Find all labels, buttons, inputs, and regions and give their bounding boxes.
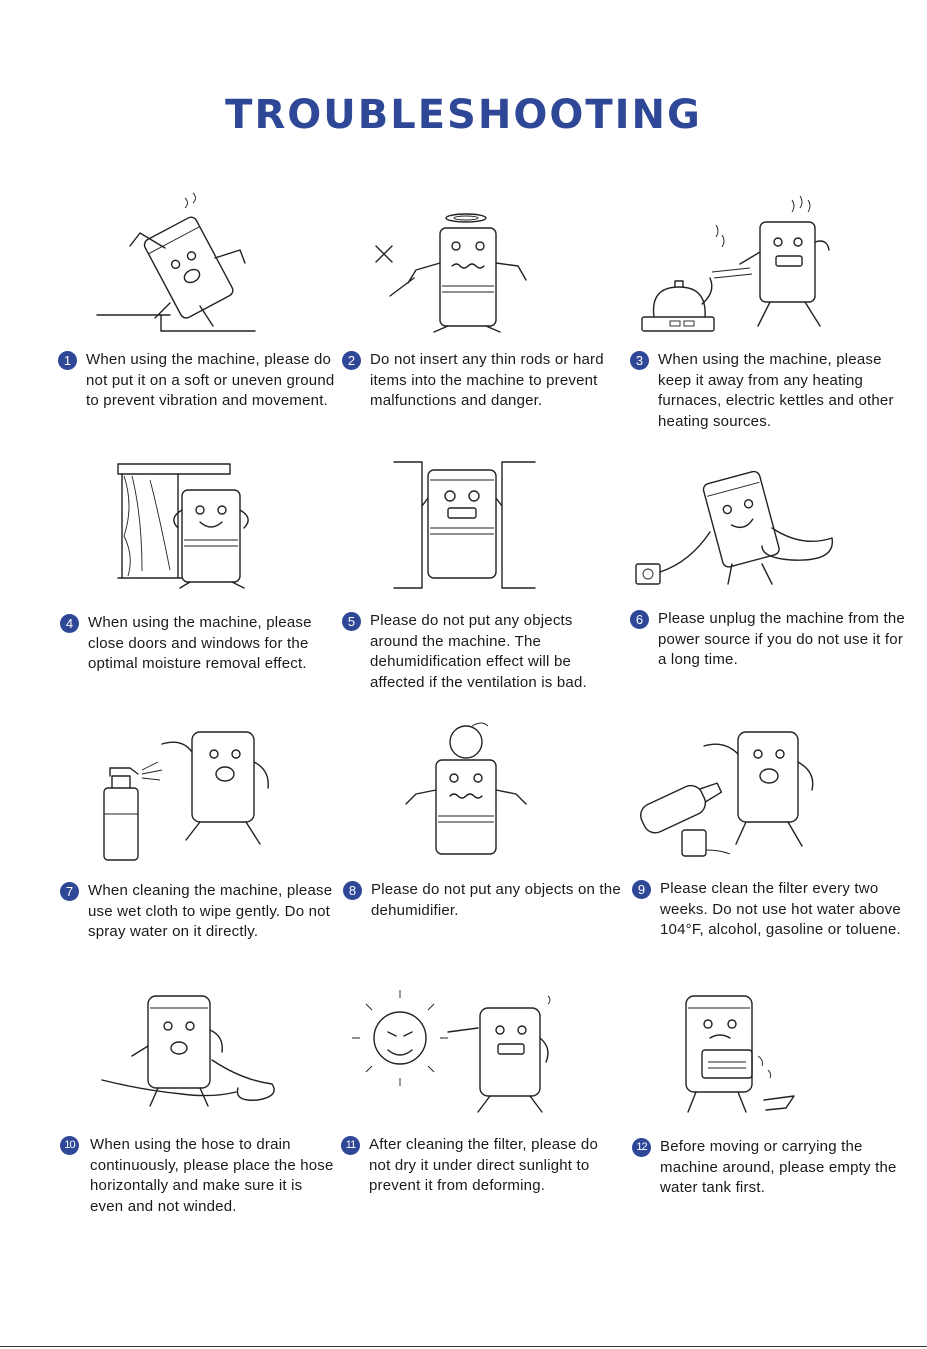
empty-tank-icon xyxy=(668,992,808,1117)
unplug-icon xyxy=(632,468,837,590)
spray-bottle-icon xyxy=(100,722,280,862)
tip-number: 5 xyxy=(342,612,361,631)
tip-number: 4 xyxy=(60,614,79,633)
drain-hose-icon xyxy=(92,990,282,1110)
tip-number: 8 xyxy=(343,881,362,900)
closed-window-icon xyxy=(110,460,270,590)
tip-number: 9 xyxy=(632,880,651,899)
tip-text: When using the hose to drain continuousl… xyxy=(90,1136,334,1215)
tip-number: 1 xyxy=(58,351,77,370)
tip-number: 3 xyxy=(630,351,649,370)
tip-number: 2 xyxy=(342,351,361,370)
tip-text: Before moving or carrying the machine ar… xyxy=(660,1138,897,1196)
object-on-top-icon xyxy=(396,720,536,860)
machine-slipping-icon xyxy=(95,188,260,333)
heat-source-icon xyxy=(640,192,835,334)
blocked-ventilation-icon xyxy=(392,458,537,593)
page-bottom-rule xyxy=(0,1346,927,1347)
tip-text: Do not insert any thin rods or hard item… xyxy=(370,351,604,409)
tip-text: When using the machine, please do not pu… xyxy=(86,351,335,409)
tip-number: 7 xyxy=(60,882,79,901)
page-title: TROUBLESHOOTING xyxy=(225,92,702,138)
tip-text: After cleaning the filter, please do not… xyxy=(369,1136,599,1194)
tip-text: Please do not put any objects around the… xyxy=(370,612,587,691)
tip-number: 11 xyxy=(341,1136,360,1155)
tip-number: 12 xyxy=(632,1138,651,1157)
no-rods-icon xyxy=(368,208,538,333)
tip-number: 6 xyxy=(630,610,649,629)
tip-text: Please do not put any objects on the deh… xyxy=(371,881,621,919)
tip-number: 10 xyxy=(60,1136,79,1155)
chemical-bottle-icon xyxy=(638,718,838,860)
tip-text: Please unplug the machine from the power… xyxy=(658,610,905,668)
tip-text: When cleaning the machine, please use we… xyxy=(88,882,333,940)
sunlight-icon xyxy=(352,988,562,1118)
tip-text: When using the machine, please close doo… xyxy=(88,614,312,672)
tip-text: Please clean the filter every two weeks.… xyxy=(660,880,901,938)
tip-text: When using the machine, please keep it a… xyxy=(658,351,894,430)
